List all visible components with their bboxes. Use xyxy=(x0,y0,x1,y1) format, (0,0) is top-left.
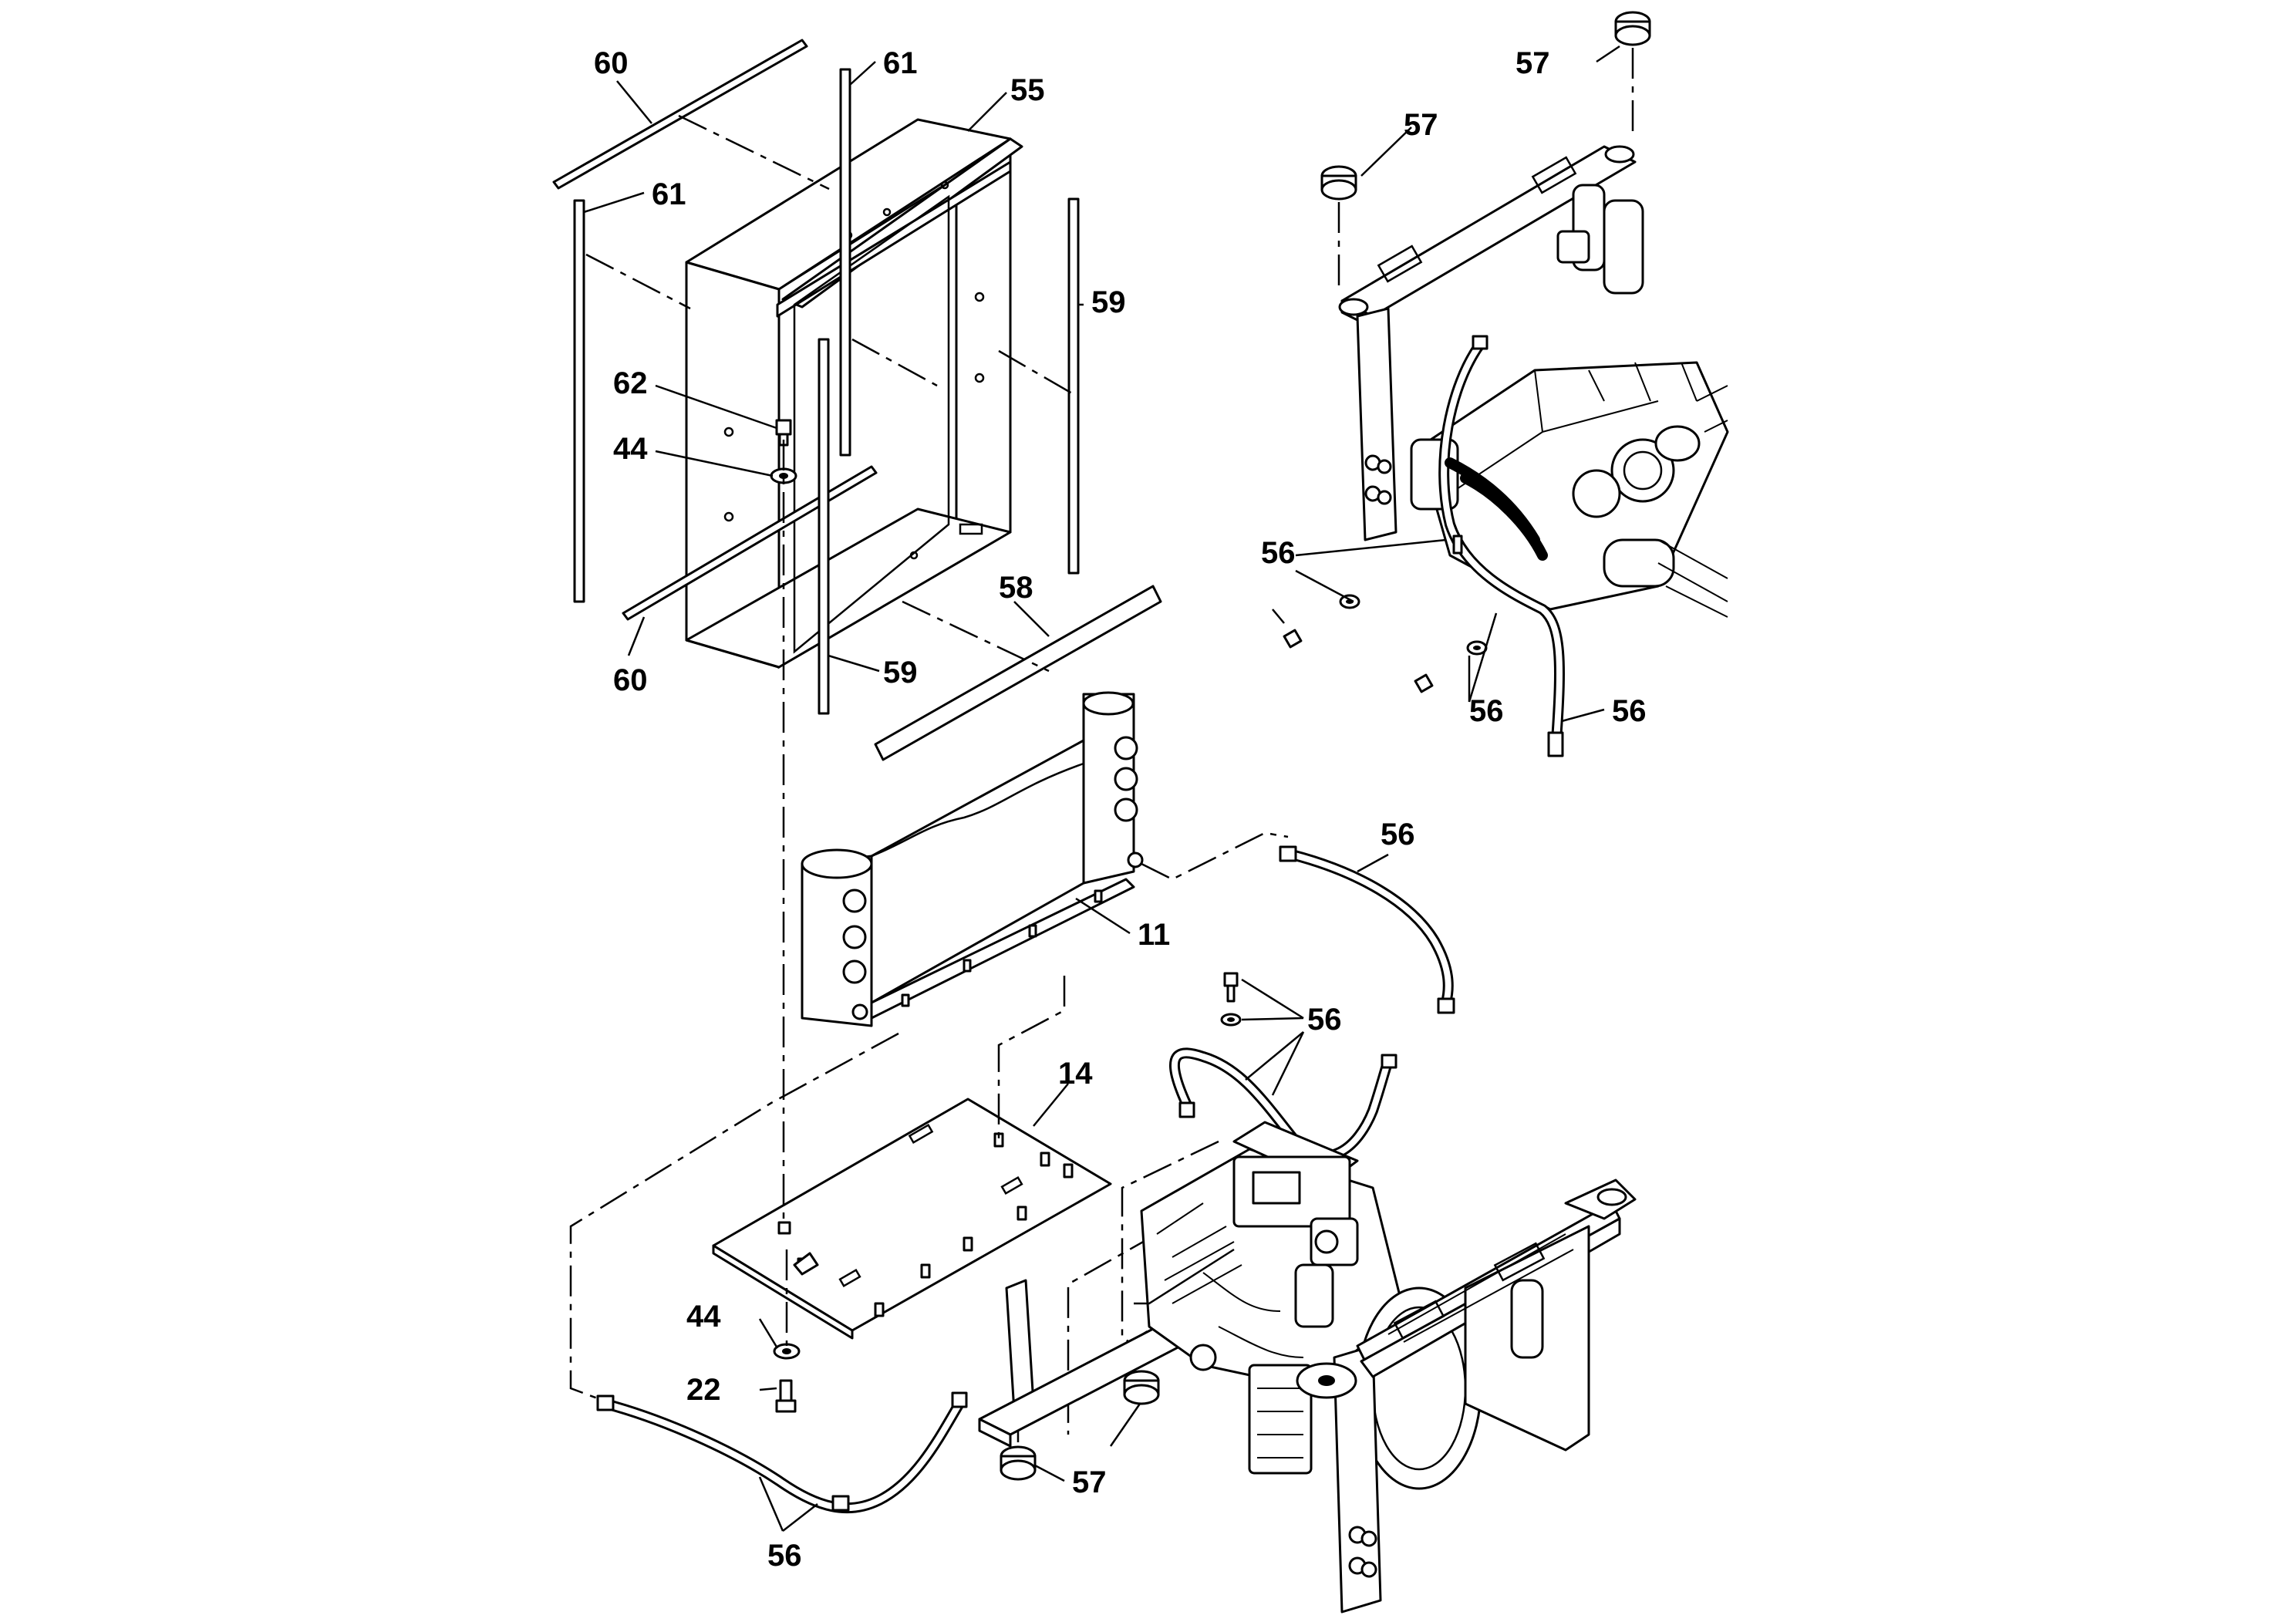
callout-56: 56 xyxy=(1307,1003,1342,1037)
callout-58: 58 xyxy=(999,571,1033,605)
mounting-plate xyxy=(712,1098,1112,1340)
callout-62: 62 xyxy=(613,366,648,400)
callout-59: 59 xyxy=(883,656,918,690)
seal-strip-61-right xyxy=(839,68,851,457)
callout-60: 60 xyxy=(613,663,648,697)
engine-assembly xyxy=(978,1121,1637,1614)
callout-57: 57 xyxy=(1404,108,1438,142)
seal-strip-59-right xyxy=(1067,197,1080,575)
callout-59: 59 xyxy=(1091,285,1126,319)
callout-11: 11 xyxy=(1138,918,1170,952)
bolt-22 xyxy=(775,1379,797,1413)
callout-44: 44 xyxy=(686,1300,721,1334)
radiator-shroud xyxy=(685,118,1023,669)
washer-44-lower xyxy=(773,1343,801,1360)
callout-57: 57 xyxy=(1072,1465,1107,1499)
callout-56: 56 xyxy=(1261,536,1296,570)
callout-56: 56 xyxy=(1469,694,1504,728)
seal-strip-61-left xyxy=(573,199,585,603)
seal-strip-58 xyxy=(874,585,1162,761)
callout-44: 44 xyxy=(613,432,648,466)
seal-strip-60-bottom xyxy=(622,465,878,621)
callout-56: 56 xyxy=(767,1539,802,1573)
callout-22: 22 xyxy=(686,1373,721,1407)
hose-56-right-of-cooler xyxy=(1279,845,1455,1014)
oil-cooler xyxy=(801,691,1144,1027)
callout-61: 61 xyxy=(883,46,918,80)
callout-56: 56 xyxy=(1381,818,1415,851)
leader-lines xyxy=(583,45,1620,1532)
hose-56-upper-right xyxy=(1438,335,1566,757)
seal-strip-60-top xyxy=(552,39,808,190)
callout-57: 57 xyxy=(1515,46,1550,80)
callout-14: 14 xyxy=(1058,1057,1093,1091)
bolt-washer-56-engine xyxy=(1220,972,1242,1027)
bolts-56-upper-right xyxy=(1272,534,1488,693)
callout-60: 60 xyxy=(594,46,629,80)
callout-56: 56 xyxy=(1612,694,1647,728)
callout-55: 55 xyxy=(1010,73,1045,107)
callout-labels: 60 61 55 61 59 62 44 60 59 58 11 56 14 5… xyxy=(594,46,1647,1573)
callout-61: 61 xyxy=(652,177,686,211)
hose-56-bottom xyxy=(596,1391,968,1514)
seal-strip-59-left xyxy=(818,338,830,715)
